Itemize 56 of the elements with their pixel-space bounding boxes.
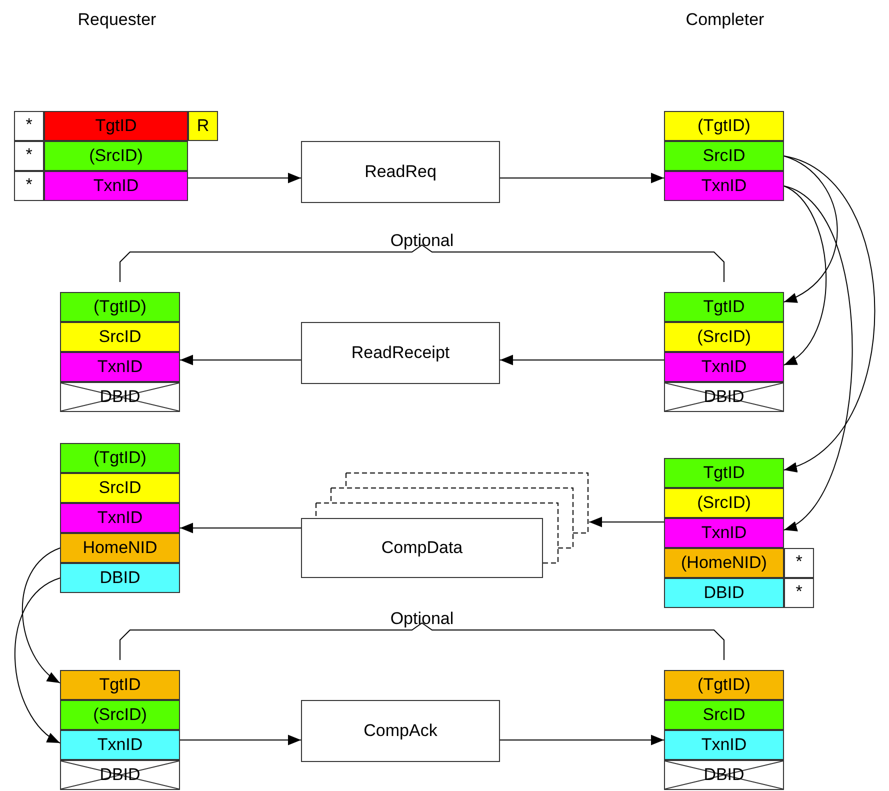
arrow [180,522,302,534]
packet-field: (TgtID) [60,292,180,322]
arrow [22,548,60,684]
message-box: CompData [301,518,543,578]
packet-field: SrcID [60,322,180,352]
arrow [500,354,664,366]
packet-field: (SrcID) [664,488,784,518]
packet-field: TgtID [60,670,180,700]
arrow [784,156,876,470]
packet-field: SrcID [60,473,180,503]
packet-field: TxnID [664,518,784,548]
arrow [500,172,664,184]
arrow [180,734,302,746]
packet-field: DBID [664,578,784,608]
packet-field: (SrcID) [44,141,188,171]
packet-field: SrcID [664,700,784,730]
packet-field: (SrcID) [60,700,180,730]
packet-field: TxnID [664,730,784,760]
packet-field: (HomeNID) [664,548,784,578]
packet-field: (SrcID) [664,322,784,352]
packet-field: (TgtID) [664,111,784,141]
packet-field: TxnID [60,352,180,382]
arrow [784,156,838,302]
arrow [188,172,302,184]
arrow [784,186,826,366]
packet-field: TxnID [44,171,188,201]
packet-field: (TgtID) [664,670,784,700]
flag-field: * [14,171,44,201]
message-box: ReadReceipt [301,322,500,384]
packet-field: SrcID [664,141,784,171]
arrow [500,734,664,746]
packet-field: DBID [60,563,180,593]
message-box: CompAck [301,700,500,762]
arrow [588,516,664,528]
optional-label: Optional [390,609,454,629]
packet-field: TxnID [60,503,180,533]
packet-field: (TgtID) [60,443,180,473]
flag-field: * [14,141,44,171]
packet-field: TgtID [664,458,784,488]
packet-field: TxnID [60,730,180,760]
packet-field: TxnID [664,352,784,382]
arrow [14,578,60,744]
arrow [180,354,302,366]
message-box: ReadReq [301,141,500,203]
packet-field: R [188,111,218,141]
optional-label: Optional [390,231,454,251]
flag-field: * [784,578,814,608]
packet-field: TxnID [664,171,784,201]
packet-field: TgtID [44,111,188,141]
column-heading: Completer [686,10,764,30]
flag-field: * [784,548,814,578]
packet-field: TgtID [664,292,784,322]
column-heading: Requester [78,10,156,30]
flag-field: * [14,111,44,141]
packet-field: HomeNID [60,533,180,563]
arrow [784,186,853,530]
